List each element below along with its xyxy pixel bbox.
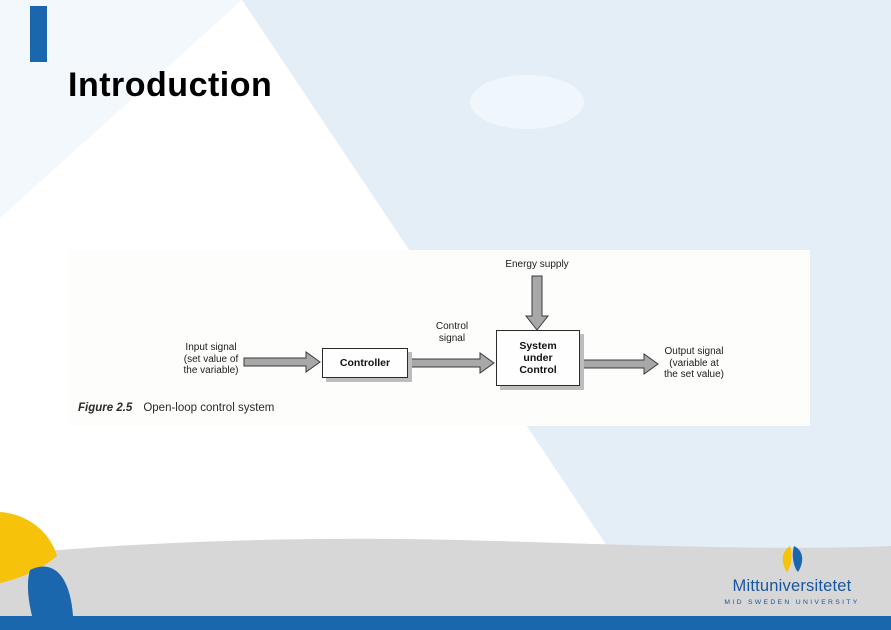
flow-arrows <box>243 275 659 375</box>
logo-blue-leaf <box>792 546 803 572</box>
label-line: Output signal <box>664 346 724 357</box>
system-box-line: under <box>523 352 553 364</box>
label-line: (variable at <box>669 357 719 369</box>
system-box-line: Control <box>519 364 557 376</box>
figure-panel: Energy supply Control signal Input signa… <box>68 250 810 426</box>
controller-box-label: Controller <box>339 357 391 369</box>
system-under-control-box: System under Control <box>496 330 580 386</box>
corner-blue-shape <box>27 566 73 616</box>
decorative-ellipse <box>470 75 584 129</box>
label-line: Input signal <box>185 342 237 353</box>
label-line: signal <box>438 332 466 344</box>
slide-title: Introduction <box>68 66 273 104</box>
label-energy-supply-text: Energy supply <box>505 259 569 270</box>
label-line: (set value of <box>183 353 239 365</box>
control-signal-arrow <box>407 352 495 374</box>
footer-blue-bar <box>0 616 891 630</box>
label-energy-supply: Energy supply <box>472 259 602 271</box>
input-arrow <box>243 351 321 373</box>
label-control-signal: Control signal <box>412 321 492 344</box>
output-arrow <box>579 353 659 375</box>
university-logo: Mittuniversitetet MID SWEDEN UNIVERSITY <box>722 543 862 606</box>
university-logo-icon <box>782 546 803 572</box>
label-line: Control <box>435 321 469 332</box>
label-line: the set value) <box>663 369 725 380</box>
university-name: Mittuniversitetet <box>732 577 852 595</box>
figure-caption-number: Figure 2.5 <box>78 402 133 414</box>
logo-yellow-leaf <box>782 546 792 572</box>
top-left-blue-bar <box>30 6 47 62</box>
label-output-signal: Output signal (variable at the set value… <box>634 346 754 381</box>
system-box-line: System <box>519 340 557 352</box>
label-line: the variable) <box>183 365 239 376</box>
label-input-signal: Input signal (set value of the variable) <box>152 342 270 377</box>
figure-caption: Figure 2.5 Open-loop control system <box>78 402 274 414</box>
footer-gray-band <box>0 538 891 618</box>
figure-caption-text: Open-loop control system <box>143 402 275 414</box>
pale-diagonal-shape <box>0 0 242 218</box>
corner-yellow-shape <box>0 512 57 583</box>
controller-box: Controller <box>322 348 408 378</box>
university-tagline: MID SWEDEN UNIVERSITY <box>724 599 860 606</box>
energy-arrow-down <box>524 275 550 331</box>
